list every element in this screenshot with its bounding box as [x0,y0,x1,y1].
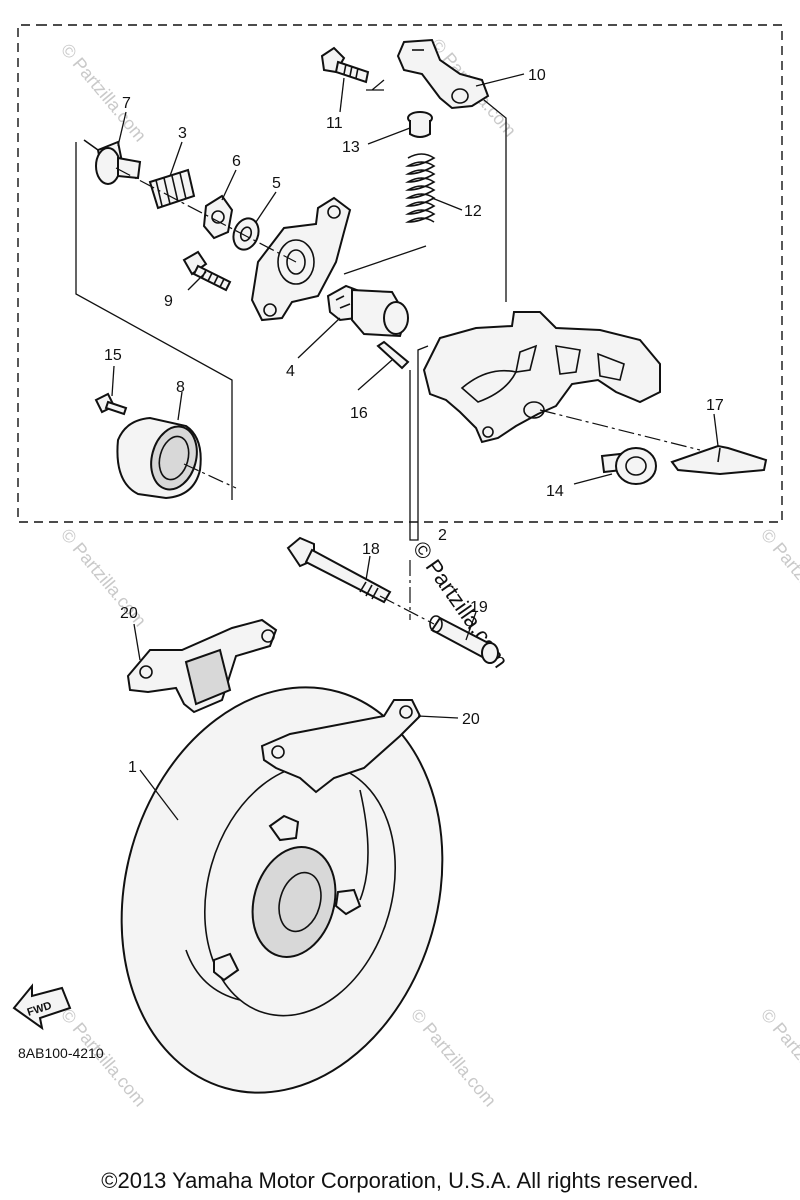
assembly-boundary [17,24,783,523]
callout-8: 8 [176,379,185,396]
callout-20-right: 20 [462,711,480,728]
part-3-adjuster-screw [148,168,196,210]
part-13-cap [407,111,433,138]
part-12-spring [404,153,436,223]
part-20-brake-pad-right [260,699,422,794]
fwd-arrow-icon: FWD [12,983,72,1031]
callout-10: 10 [528,67,546,84]
callout-9: 9 [164,293,173,310]
copyright-notice: ©2013 Yamaha Motor Corporation, U.S.A. A… [101,1168,699,1193]
diagram-code: 8AB100-4210 [18,1045,104,1061]
part-8-piston [116,416,202,500]
part-7-adjuster [83,139,142,185]
part-6-locknut [202,194,234,240]
part-16-pin [376,340,410,370]
part-14-pin [600,447,657,485]
part-10-bracket [396,38,490,110]
part-11-bolt [320,46,370,84]
callout-18: 18 [362,541,380,558]
watermark: © Partzilla.com [407,1005,500,1111]
watermark: © Partzilla.com [57,40,150,146]
watermark: © Partzilla.com [757,525,800,631]
callout-13: 13 [342,139,360,156]
callout-12: 12 [464,203,482,220]
callout-leaders [111,73,719,821]
callout-5: 5 [272,175,281,192]
part-20-brake-pad-left [126,618,278,714]
callout-14: 14 [546,483,564,500]
part-15-bleed-screw [94,392,128,416]
callout-1: 1 [128,759,137,776]
part-19-sleeve [429,615,499,664]
callout-7: 7 [122,95,131,112]
callout-3: 3 [178,125,187,142]
caliper-body [422,311,661,444]
assembly-lines [75,79,701,625]
part-9-bolt [182,250,232,292]
part-17-clip [670,444,768,476]
watermark: © Partzilla.com [757,1005,800,1111]
callout-15: 15 [104,347,122,364]
part-1-brake-disc [120,686,444,1094]
part-4-cam-lever [326,284,409,338]
callout-19: 19 [470,599,488,616]
callout-numbers: 7 3 6 5 9 10 11 13 12 4 16 17 14 15 8 2 … [104,67,724,776]
callout-16: 16 [350,405,368,422]
part-5-washer [232,217,260,251]
part-18-bolt [286,536,392,604]
caliper-plate [250,196,352,322]
callout-4: 4 [286,363,295,380]
callout-17: 17 [706,397,724,414]
callout-2: 2 [438,527,447,544]
callout-6: 6 [232,153,241,170]
callout-20-left: 20 [120,605,138,622]
callout-11: 11 [326,115,343,132]
